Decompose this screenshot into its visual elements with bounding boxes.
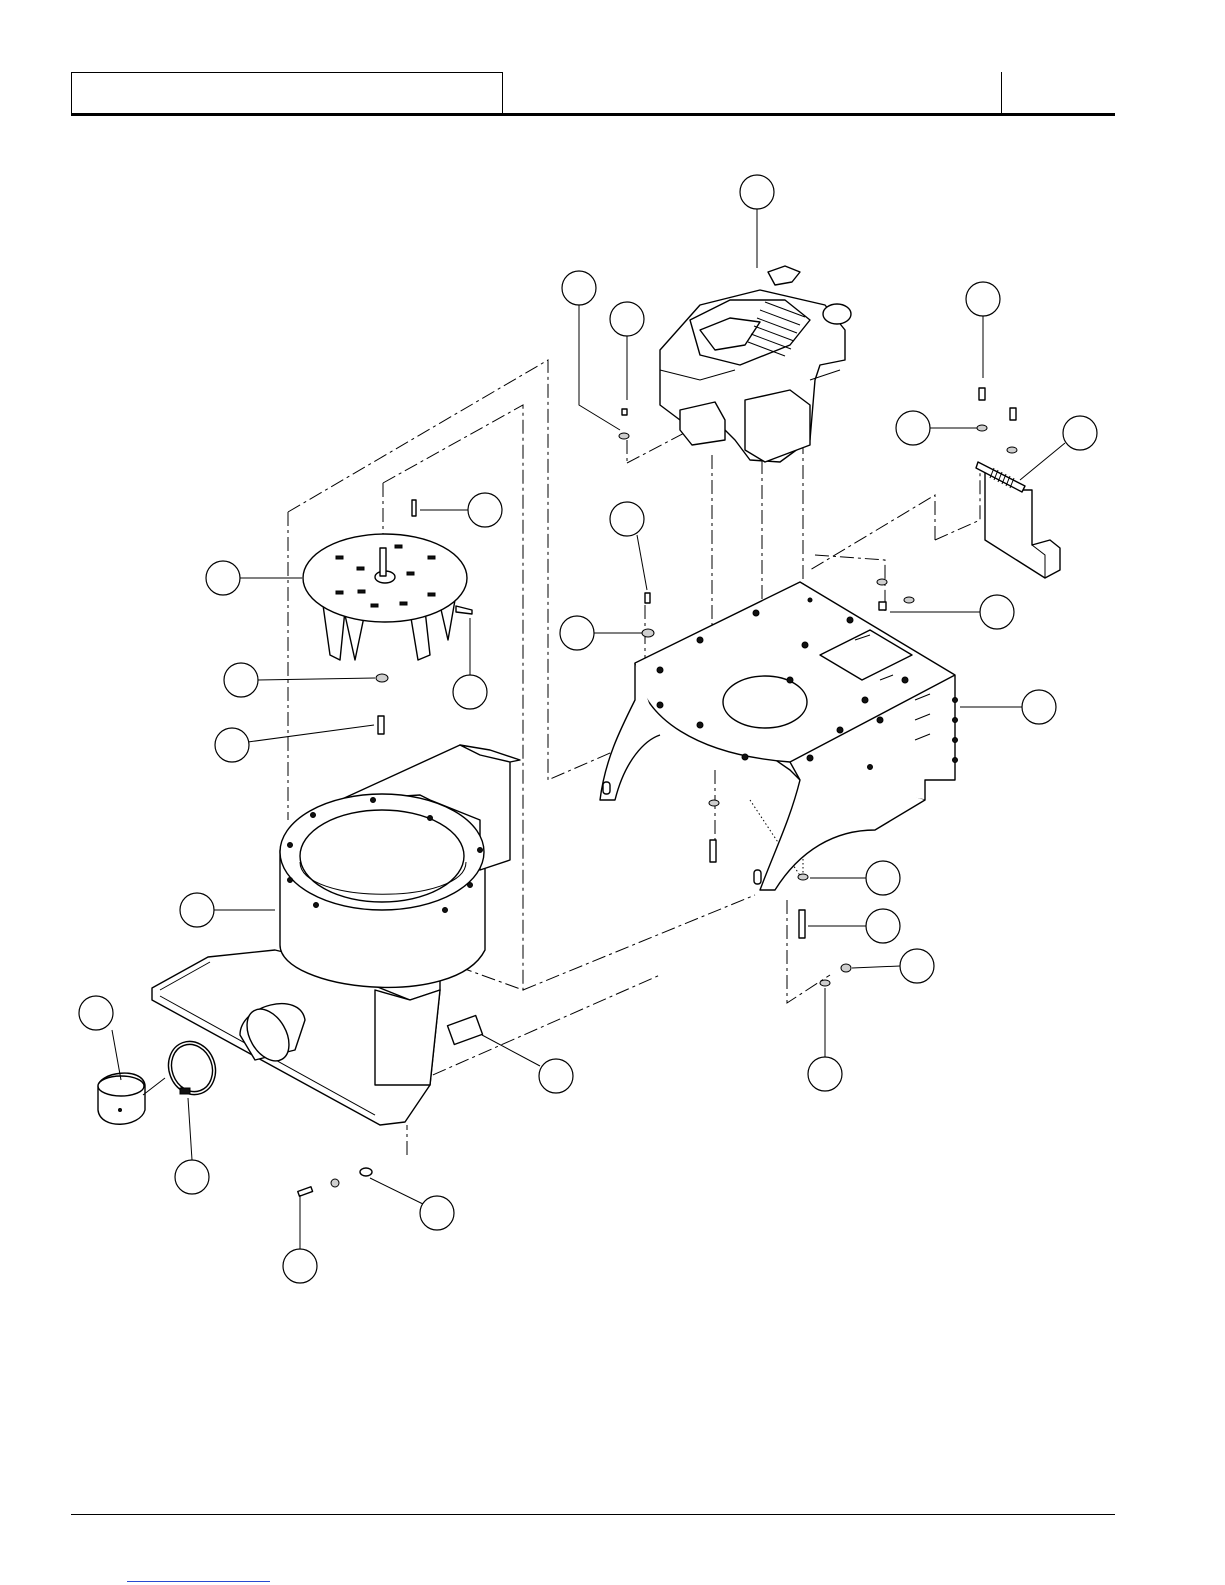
callout-impeller-bolt	[215, 728, 249, 762]
callout-lower-lockwasher	[808, 1057, 842, 1091]
fan-impeller-icon	[303, 500, 472, 734]
engine-icon	[660, 266, 851, 462]
callout-lower-nut	[900, 949, 934, 983]
callout-bracket-bolt	[966, 282, 1000, 316]
callout-impeller	[206, 561, 240, 595]
callout-cap	[79, 996, 113, 1030]
callout-engine	[740, 175, 774, 209]
callout-impeller-washer	[224, 663, 258, 697]
callout-engine-deck	[1022, 690, 1056, 724]
cap-icon	[98, 1073, 145, 1124]
callout-bracket-washer	[896, 411, 930, 445]
callout-housing-screw	[283, 1249, 317, 1283]
callout-blower-housing	[180, 893, 214, 927]
callout-engine-nut	[610, 302, 644, 336]
callout-lower-washer	[866, 861, 900, 895]
callout-housing-washer	[420, 1196, 454, 1230]
callout-deck-nut	[980, 595, 1014, 629]
callout-deck-bolt	[610, 502, 644, 536]
callout-deck-washer	[560, 616, 594, 650]
footer-rule	[71, 1514, 1115, 1515]
callout-bracket	[1063, 416, 1097, 450]
callout-impeller-key	[468, 493, 502, 527]
callout-clamp	[175, 1160, 209, 1194]
callout-lower-bolt	[866, 909, 900, 943]
callout-impeller-screw	[453, 675, 487, 709]
callout-engine-washer	[562, 271, 596, 305]
engine-deck-icon	[600, 582, 958, 890]
footer-link[interactable]	[127, 1581, 270, 1582]
bracket-icon	[976, 462, 1060, 578]
clamp-icon	[161, 1035, 223, 1101]
callout-decal	[539, 1059, 573, 1093]
